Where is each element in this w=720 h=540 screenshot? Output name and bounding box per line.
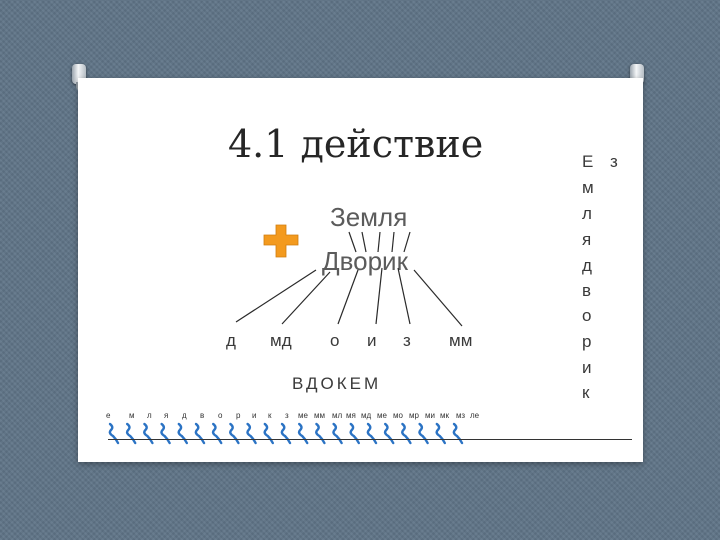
- small-label-16: мд: [361, 411, 372, 420]
- vertical-letter-6: в: [582, 281, 592, 300]
- vdokem-word: ВДОКЕМ: [292, 374, 382, 393]
- vertical-letter-3: л: [582, 204, 592, 223]
- pair-letter-4: и: [367, 331, 377, 350]
- small-label-20: ми: [425, 411, 435, 420]
- vertical-letter-1: Е: [582, 152, 594, 171]
- small-label-3: л: [147, 411, 152, 420]
- small-label-6: в: [200, 411, 205, 420]
- vertical-letter-2: м: [582, 178, 594, 197]
- small-label-8: р: [236, 411, 241, 420]
- corner-letter: з: [610, 152, 618, 171]
- small-label-9: и: [252, 411, 257, 420]
- small-label-1: е: [106, 411, 111, 420]
- small-label-14: мл: [332, 411, 343, 420]
- small-label-18: мо: [393, 411, 403, 420]
- vertical-letter-10: к: [582, 383, 590, 402]
- small-label-21: мк: [440, 411, 449, 420]
- small-label-4: я: [164, 411, 169, 420]
- pair-letter-2: мд: [270, 331, 292, 350]
- pair-letter-3: о: [330, 331, 340, 350]
- pair-letter-6: мм: [449, 331, 473, 350]
- baseline-divider: [108, 439, 632, 440]
- pair-letter-1: д: [226, 331, 236, 350]
- small-label-10: к: [268, 411, 272, 420]
- word-dvorik: Дворик: [322, 246, 408, 276]
- word-zemlya: Земля: [330, 202, 408, 232]
- small-label-7: о: [218, 411, 223, 420]
- small-label-17: ме: [377, 411, 387, 420]
- small-label-11: з: [285, 411, 289, 420]
- vertical-letter-7: о: [582, 306, 592, 325]
- vertical-letter-9: и: [582, 358, 592, 377]
- small-label-13: мм: [314, 411, 325, 420]
- small-label-19: мр: [409, 411, 419, 420]
- vertical-letter-5: д: [582, 256, 592, 275]
- vertical-letter-4: я: [582, 230, 592, 249]
- vertical-letter-8: р: [582, 332, 592, 351]
- slide-title: 4.1 действие: [228, 122, 484, 166]
- small-label-23: ле: [470, 411, 480, 420]
- small-label-22: мз: [456, 411, 466, 420]
- small-label-15: мя: [346, 411, 356, 420]
- pair-letter-5: з: [403, 331, 411, 350]
- small-label-2: м: [129, 411, 135, 420]
- small-label-12: ме: [298, 411, 308, 420]
- small-label-5: д: [182, 411, 187, 420]
- slide-card: [78, 78, 643, 462]
